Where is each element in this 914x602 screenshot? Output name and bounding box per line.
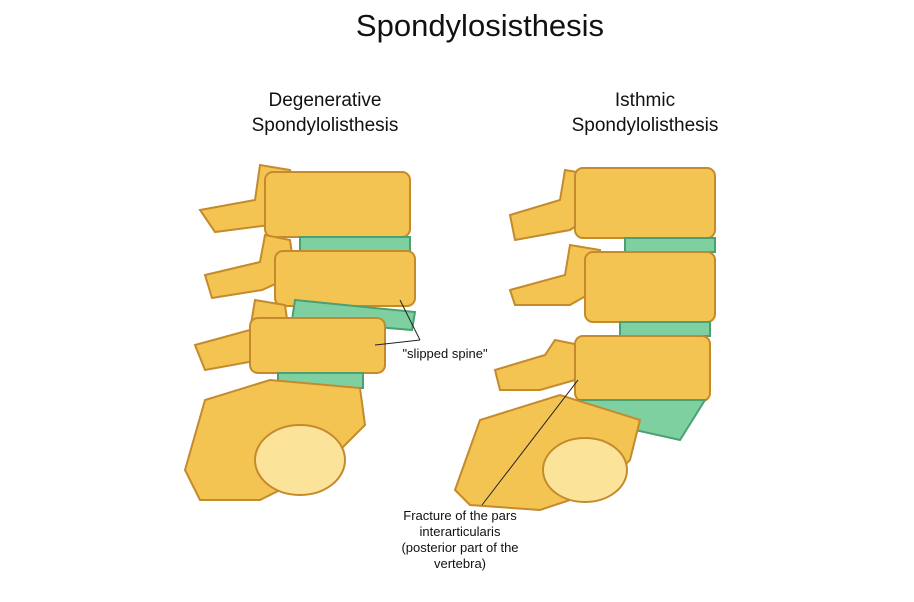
degenerative-heading-line1: Degenerative	[268, 90, 382, 111]
isthmic-heading-line1: Isthmic	[614, 90, 676, 111]
degenerative-heading-line2: Spondylolisthesis	[251, 115, 399, 136]
slipped-spine-annotation: "slipped spine"	[402, 346, 488, 361]
isthmic-spine	[453, 167, 716, 512]
degenerative-heading: Degenerative Spondylolisthesis	[225, 88, 425, 138]
pars-fracture-annotation: Fracture of the pars interarticularis (p…	[401, 508, 519, 571]
isthmic-heading-line2: Spondylolisthesis	[571, 115, 719, 136]
isthmic-heading: Isthmic Spondylolisthesis	[545, 88, 745, 138]
diagram-title: Spondylosisthesis	[355, 8, 605, 43]
degenerative-spine	[183, 163, 421, 501]
